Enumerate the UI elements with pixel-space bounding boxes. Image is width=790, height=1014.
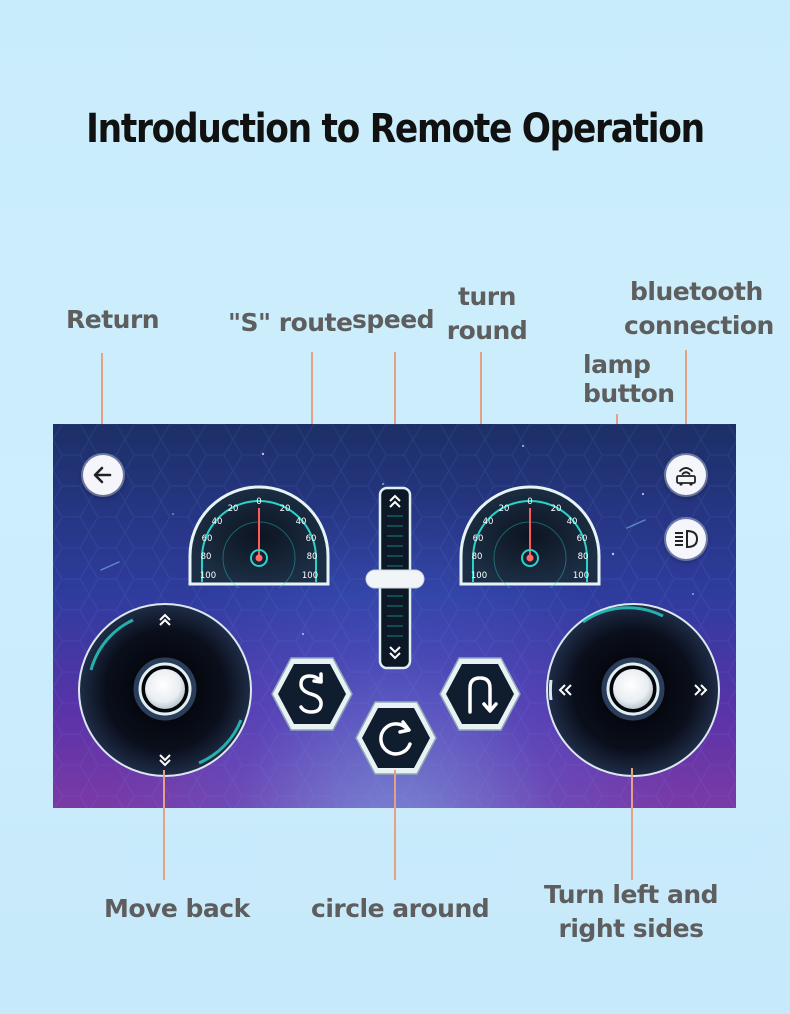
callout-s-route: "S" route [228,308,353,337]
callout-bluetooth-line1: bluetooth [630,277,763,306]
callout-turn-round-line2: round [446,316,528,345]
left-dial-tick-100b: 100 [302,571,318,581]
left-dial-tick-20a: 20 [228,504,239,514]
speed-slider[interactable] [363,486,427,672]
right-joystick[interactable] [543,600,723,780]
left-dial-tick-40a: 40 [212,517,223,527]
circle-around-button[interactable] [353,698,439,778]
leader-move-back [163,770,165,880]
chevron-up-icon [159,613,171,626]
callout-lamp-line1: lamp [583,350,651,379]
callout-lamp: lamp button [583,350,675,408]
callout-bluetooth: bluetooth connection [624,275,774,343]
arrow-left-icon [93,466,112,484]
leader-return [101,353,103,457]
bluetooth-connection-button[interactable] [666,455,706,495]
chevron-up-icon [389,494,401,508]
callout-turn-round: turn round [440,280,534,348]
left-speedometer: 0 20 20 40 40 60 60 80 80 100 100 [188,485,330,588]
bluetooth-car-icon [676,467,696,486]
right-joystick-knob [613,669,653,709]
s-route-button[interactable] [269,654,355,734]
s-route-icon [299,672,323,714]
rotate-icon [379,720,412,756]
callout-turn-sides: Turn left and right sides [543,878,719,946]
right-dial-tick-40b: 40 [567,517,578,527]
right-dial-tick-0: 0 [527,497,532,507]
speed-slider-handle [365,569,425,589]
callout-lamp-line2: button [583,379,675,408]
right-dial-tick-40a: 40 [483,517,494,527]
right-dial-tick-100a: 100 [471,571,487,581]
return-button[interactable] [83,455,123,495]
callout-turn-sides-line1: Turn left and [543,880,719,909]
right-dial-tick-60b: 60 [577,534,588,544]
chevron-left-icon [558,684,572,696]
right-dial-tick-20a: 20 [499,504,510,514]
left-dial-tick-80b: 80 [307,552,318,562]
turn-round-button[interactable] [437,654,523,734]
left-dial-tick-100a: 100 [200,571,216,581]
right-dial-tick-100b: 100 [573,571,589,581]
left-joystick[interactable] [75,600,255,780]
left-dial-tick-0: 0 [256,497,261,507]
right-dial-tick-80b: 80 [578,552,589,562]
u-turn-icon [468,676,498,714]
left-joystick-knob [145,669,185,709]
left-dial-tick-20b: 20 [280,504,291,514]
chevron-down-icon [159,754,171,767]
remote-control-panel: 0 20 20 40 40 60 60 80 80 100 100 0 20 2… [53,424,736,808]
leader-turn-sides [631,768,633,880]
page-title: Introduction to Remote Operation [86,106,705,152]
lamp-button[interactable] [666,519,706,559]
headlight-icon [675,529,699,549]
left-dial-tick-60b: 60 [306,534,317,544]
callout-bluetooth-line2: connection [624,311,774,340]
chevron-down-icon [389,646,401,660]
callout-turn-round-line1: turn [458,282,516,311]
callout-move-back: Move back [104,894,250,923]
left-dial-tick-80a: 80 [201,552,212,562]
callout-turn-sides-line2: right sides [558,914,704,943]
left-dial-tick-40b: 40 [296,517,307,527]
right-dial-tick-20b: 20 [551,504,562,514]
chevron-right-icon [694,684,708,696]
callout-speed: speed [352,305,435,334]
left-dial-tick-60a: 60 [202,534,213,544]
callout-return: Return [66,305,160,334]
leader-bluetooth [685,350,687,458]
right-dial-tick-60a: 60 [473,534,484,544]
leader-circle-around [394,770,396,880]
right-dial-tick-80a: 80 [472,552,483,562]
callout-circle-around: circle around [311,894,490,923]
right-speedometer: 0 20 20 40 40 60 60 80 80 100 100 [459,485,601,588]
